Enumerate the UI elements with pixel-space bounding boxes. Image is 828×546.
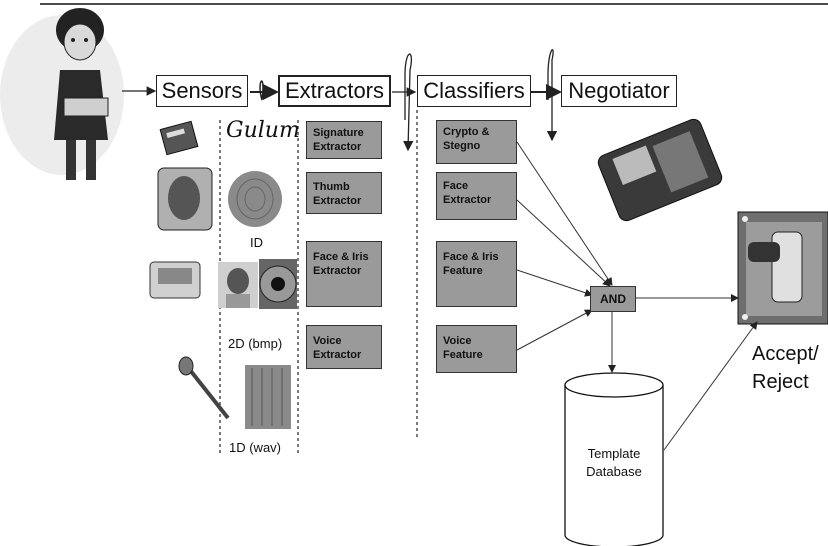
sensors-box: Sensors: [156, 75, 248, 107]
microphone-icon: [178, 356, 230, 420]
voice-extractor-box: Voice Extractor: [306, 325, 382, 369]
decision-label: Accept/ Reject: [752, 343, 819, 393]
negotiator-box: Negotiator: [561, 75, 677, 107]
face-iris-feature-box: Face & Iris Feature: [436, 241, 517, 307]
classifiers-box: Classifiers: [417, 75, 531, 107]
id-label: ID: [250, 235, 263, 250]
crypto-stegno-box: Crypto & Stegno: [436, 120, 517, 164]
voice-spectrogram-icon: [245, 365, 291, 429]
fingerprint-icon: [228, 171, 282, 227]
signature-sample: Gulum: [226, 118, 300, 143]
card-reader-icon: [159, 120, 199, 156]
face-iris-extractor-box: Face & Iris Extractor: [306, 241, 382, 307]
face-photo-icon: [218, 262, 258, 308]
database-label: Template Database: [586, 446, 642, 479]
user-icon: [0, 8, 124, 180]
thumb-extractor-box: Thumb Extractor: [306, 172, 382, 214]
iris-icon: [259, 259, 297, 309]
face-extractor-classifier-box: Face Extractor: [436, 172, 517, 220]
and-gate: AND: [590, 286, 636, 312]
voice-feature-box: Voice Feature: [436, 325, 517, 373]
thumb-scanner-icon: [157, 167, 213, 231]
bmp-label: 2D (bmp): [228, 336, 283, 351]
extractors-box: Extractors: [278, 75, 391, 107]
wav-label: 1D (wav): [229, 440, 282, 455]
database-icon: [564, 372, 664, 546]
iris-scanner-icon: [149, 261, 201, 299]
phone-icon: [597, 118, 723, 222]
signature-extractor-box: Signature Extractor: [306, 121, 382, 159]
lock-icon: [737, 211, 828, 325]
